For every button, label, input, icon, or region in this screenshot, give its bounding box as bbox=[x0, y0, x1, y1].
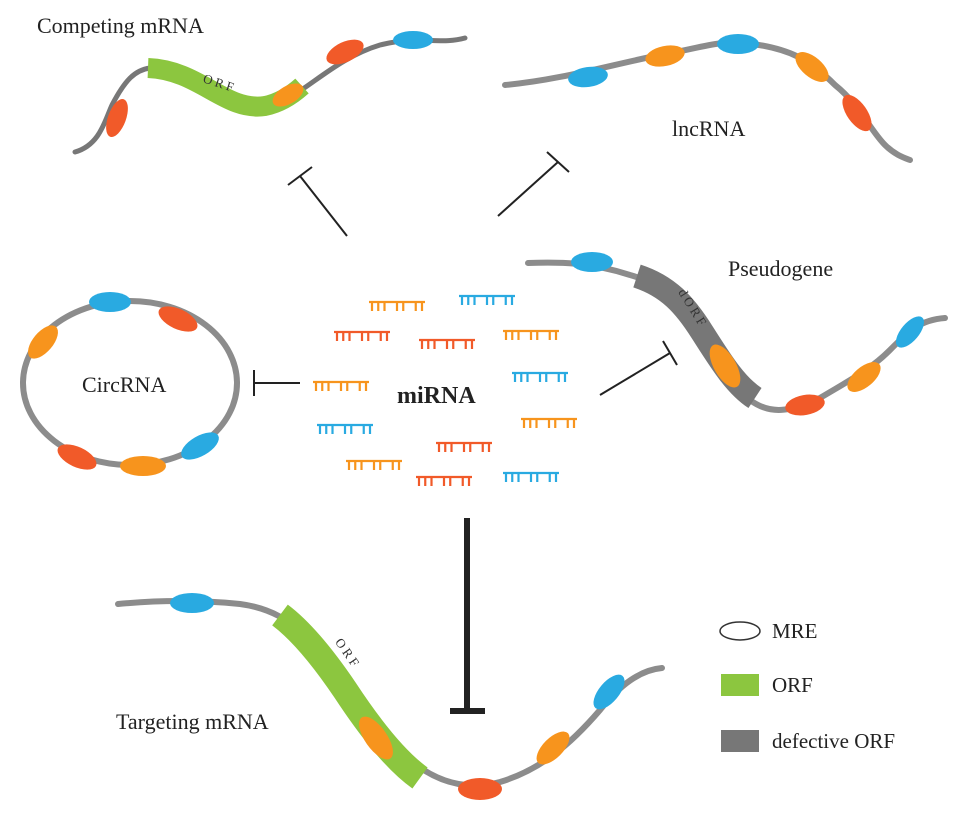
legend-mre-icon bbox=[719, 621, 761, 641]
mirna-strand bbox=[346, 459, 402, 470]
mre-blue bbox=[895, 316, 925, 348]
lncrna-strand bbox=[502, 39, 913, 163]
mirna-strand bbox=[419, 338, 475, 349]
mirna-strand bbox=[416, 475, 472, 486]
mre-red bbox=[458, 778, 502, 800]
inhibit-targeting bbox=[450, 518, 485, 714]
inhibit-circrna bbox=[253, 370, 300, 396]
mirna-strand bbox=[512, 371, 568, 382]
mirna-strand bbox=[334, 330, 390, 341]
mirna-strand bbox=[317, 423, 373, 434]
inhibit-arrows bbox=[253, 151, 678, 714]
mre-blue bbox=[568, 66, 608, 88]
mirna-strand bbox=[313, 380, 369, 391]
mirna-strand bbox=[503, 329, 559, 340]
mre-orange bbox=[847, 362, 881, 392]
mre-orange bbox=[795, 52, 829, 82]
legend-dorf-label: defective ORF bbox=[772, 729, 895, 753]
competing-mrna-label: Competing mRNA bbox=[37, 13, 204, 38]
mirna-strand bbox=[459, 294, 515, 305]
mre-blue bbox=[181, 432, 219, 460]
mre-red bbox=[57, 444, 97, 470]
mre-orange bbox=[645, 45, 685, 67]
mre-blue bbox=[571, 252, 613, 272]
pseudogene: dORF Pseudogene bbox=[525, 252, 948, 416]
mirna-strand bbox=[503, 471, 559, 482]
mre-red bbox=[785, 394, 825, 416]
circrna-label: CircRNA bbox=[82, 372, 166, 397]
lncrna-label: lncRNA bbox=[672, 116, 745, 141]
legend-orf-label: ORF bbox=[772, 673, 813, 697]
pseudogene-label: Pseudogene bbox=[728, 256, 833, 281]
targeting-orf-band bbox=[271, 604, 428, 789]
legend: MRE ORF defective ORF bbox=[719, 619, 895, 753]
mre-orange bbox=[120, 456, 166, 476]
mre-orange bbox=[359, 716, 393, 760]
mre-orange bbox=[28, 325, 58, 359]
mre-red bbox=[842, 94, 872, 132]
mirna-label: miRNA bbox=[397, 383, 476, 409]
mre-blue bbox=[170, 593, 214, 613]
mre-blue bbox=[393, 31, 433, 49]
inhibit-pseudogene bbox=[599, 340, 678, 396]
mre-red bbox=[106, 98, 128, 138]
legend-mre-label: MRE bbox=[772, 619, 818, 643]
inhibit-lncrna bbox=[497, 151, 570, 217]
mre-blue bbox=[89, 292, 131, 312]
lncrna: lncRNA bbox=[502, 34, 913, 163]
targeting-mrna-label: Targeting mRNA bbox=[116, 709, 269, 734]
mre-orange bbox=[709, 344, 741, 388]
mre-blue bbox=[717, 34, 759, 54]
legend-orf-swatch bbox=[721, 674, 759, 696]
mirna-strand bbox=[369, 300, 425, 311]
competing-mrna: ORF Competing mRNA bbox=[37, 13, 468, 155]
mre-red bbox=[158, 306, 198, 332]
mirna-cluster bbox=[313, 294, 577, 486]
mre-orange bbox=[272, 83, 304, 107]
legend-dorf-swatch bbox=[721, 730, 759, 752]
mirna-strand bbox=[521, 417, 577, 428]
mirna-strand bbox=[436, 441, 492, 452]
mre-orange bbox=[536, 731, 570, 765]
mre-blue bbox=[593, 674, 625, 710]
inhibit-competing bbox=[287, 166, 348, 237]
targeting-mrna: ORF Targeting mRNA bbox=[115, 593, 665, 800]
mre-red bbox=[326, 39, 364, 65]
circrna: CircRNA bbox=[20, 292, 240, 476]
